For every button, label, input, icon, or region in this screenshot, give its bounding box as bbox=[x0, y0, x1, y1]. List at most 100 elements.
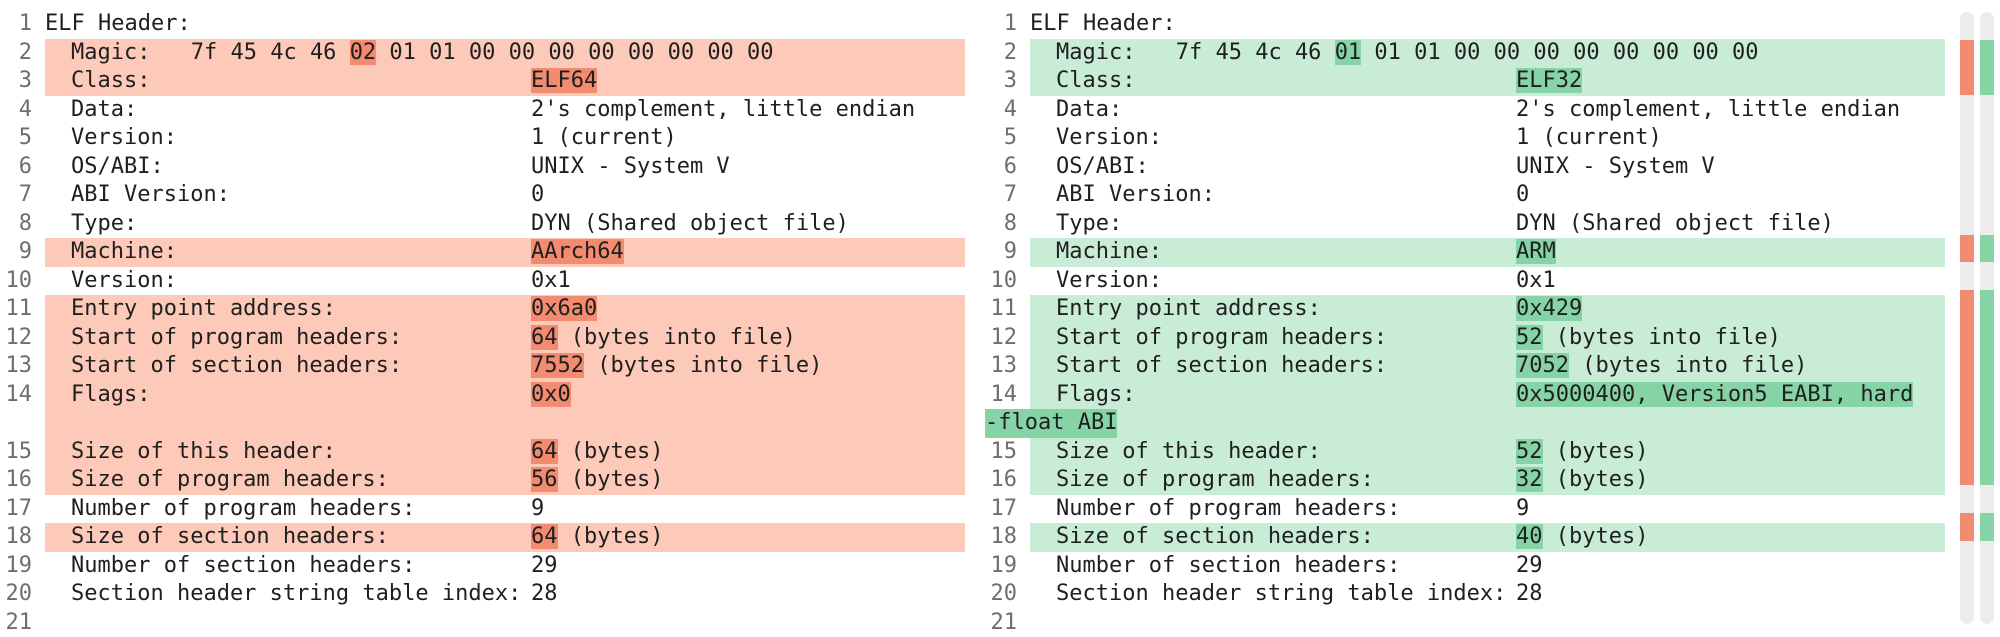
field-value: 0 bbox=[531, 181, 544, 210]
overview-change-marker bbox=[1960, 513, 1974, 541]
value-text: (bytes into file) bbox=[584, 353, 822, 378]
field-value: 64 (bytes) bbox=[531, 523, 663, 552]
line-number: 10 bbox=[0, 267, 32, 296]
line-number: 14 bbox=[0, 381, 32, 410]
value-text: DYN (Shared object file) bbox=[531, 211, 849, 236]
field-label: Size of this header: bbox=[1056, 438, 1321, 467]
added-token: 40 bbox=[1516, 524, 1543, 549]
value-text: DYN (Shared object file) bbox=[1516, 211, 1834, 236]
field-label: Start of program headers: bbox=[71, 324, 402, 353]
overview-track-deletions[interactable] bbox=[1960, 12, 1974, 624]
field-label: Number of section headers: bbox=[1056, 552, 1400, 581]
field-label: Entry point address: bbox=[71, 295, 336, 324]
value-text: (bytes) bbox=[1543, 439, 1649, 464]
field-label: Magic: bbox=[1056, 39, 1135, 68]
line-number: 1 bbox=[985, 10, 1017, 39]
diff-line[interactable]: 21 bbox=[0, 609, 965, 637]
value-text: 2's complement, little endian bbox=[1516, 97, 1900, 122]
field-value: 7552 (bytes into file) bbox=[531, 352, 822, 381]
overview-ruler[interactable] bbox=[1960, 12, 1996, 624]
deleted-line-highlight bbox=[45, 67, 965, 96]
line-number: 11 bbox=[985, 295, 1017, 324]
field-value: 52 (bytes) bbox=[1516, 438, 1648, 467]
line-number: 20 bbox=[985, 580, 1017, 609]
value-text: (bytes) bbox=[1543, 524, 1649, 549]
added-line-highlight bbox=[1030, 609, 1945, 637]
field-value: ELF32 bbox=[1516, 67, 1582, 96]
field-value: 0x5000400, Version5 EABI, hard bbox=[1516, 381, 1913, 410]
line-number: 12 bbox=[985, 324, 1017, 353]
field-label: Flags: bbox=[71, 381, 150, 410]
field-value: 2's complement, little endian bbox=[1516, 96, 1900, 125]
line-number: 9 bbox=[985, 238, 1017, 267]
line-number: 12 bbox=[0, 324, 32, 353]
field-label: Section header string table index: bbox=[71, 580, 521, 609]
field-label: Entry point address: bbox=[1056, 295, 1321, 324]
line-number: 17 bbox=[985, 495, 1017, 524]
line-number: 16 bbox=[0, 466, 32, 495]
overview-track-additions[interactable] bbox=[1980, 12, 1994, 624]
line-number: 7 bbox=[0, 181, 32, 210]
added-line-highlight bbox=[1030, 238, 1945, 267]
field-value: 40 (bytes) bbox=[1516, 523, 1648, 552]
added-token: ARM bbox=[1516, 239, 1556, 264]
added-token: 32 bbox=[1516, 467, 1543, 492]
diff-line[interactable]: 21 bbox=[985, 609, 1945, 637]
field-value: 29 bbox=[531, 552, 558, 581]
added-line-highlight bbox=[1030, 153, 1945, 182]
field-value: 64 (bytes) bbox=[531, 438, 663, 467]
field-label: ABI Version: bbox=[1056, 181, 1215, 210]
value-text: (bytes) bbox=[1543, 467, 1649, 492]
overview-change-marker bbox=[1960, 290, 1974, 318]
field-value: UNIX - System V bbox=[1516, 153, 1715, 182]
line-number: 6 bbox=[0, 153, 32, 182]
line-number: 13 bbox=[0, 352, 32, 381]
deleted-line-highlight bbox=[45, 609, 965, 637]
field-label: Section header string table index: bbox=[1056, 580, 1506, 609]
field-value: DYN (Shared object file) bbox=[1516, 210, 1834, 239]
line-number: 2 bbox=[985, 39, 1017, 68]
